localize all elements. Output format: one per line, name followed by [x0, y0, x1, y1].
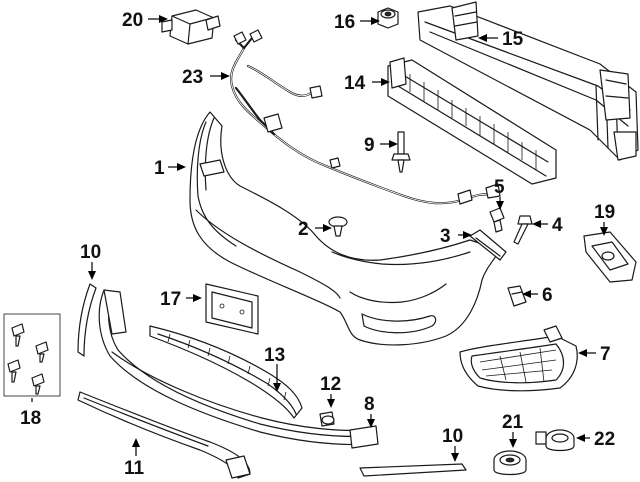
part-6-clip: [507, 285, 527, 307]
part-11-lower-spoiler: [77, 391, 251, 479]
part-16-nut: [377, 7, 399, 29]
callout-3: 3: [440, 226, 451, 247]
part-17-license-bracket: [205, 283, 259, 335]
part-22-sensor: [535, 429, 575, 452]
part-1-bumper-cover: [189, 111, 501, 346]
callout-9: 9: [364, 135, 375, 156]
leader-lines: [31, 15, 608, 462]
callout-7: 7: [600, 344, 611, 365]
part-2-clip: [328, 216, 348, 237]
callout-1: 1: [154, 158, 165, 179]
part-7-fog-lamp-bezel: [459, 325, 578, 392]
part-12-plug: [319, 411, 335, 427]
callout-23: 23: [182, 67, 203, 88]
part-20-module: [161, 9, 221, 45]
callout-2: 2: [298, 219, 309, 240]
callout-5: 5: [494, 177, 505, 198]
callout-22: 22: [594, 429, 615, 450]
callout-6: 6: [542, 285, 553, 306]
part-5-bolt: [489, 207, 505, 233]
callout-18: 18: [20, 408, 41, 429]
part-23-wiring-harness: [230, 29, 501, 205]
callout-17: 17: [160, 289, 181, 310]
callout-11: 11: [124, 458, 145, 479]
callout-13: 13: [264, 345, 285, 366]
callout-numbers: 20 16 15 23 14 9 1 5 2 4 3 19 10 17 6 7 …: [20, 10, 615, 479]
part-9-stud: [391, 131, 411, 173]
part-14-energy-absorber: [387, 57, 557, 185]
callout-4: 4: [552, 215, 563, 236]
part-10-side-trim-left: [77, 283, 97, 357]
part-19-bracket: [583, 231, 637, 283]
part-15-reinforcement-beam: [417, 1, 639, 161]
part-18-hardware-set: [3, 313, 61, 397]
part-3-bracket: [469, 229, 507, 261]
callout-19: 19: [594, 202, 615, 223]
part-10-trim-strip: [359, 463, 467, 477]
callout-16: 16: [334, 12, 355, 33]
callout-12: 12: [320, 374, 341, 395]
callout-8: 8: [364, 394, 375, 415]
callout-14: 14: [344, 73, 366, 94]
part-21-sensor: [493, 450, 527, 476]
part-13-lower-grille: [149, 325, 303, 419]
callout-21: 21: [502, 412, 524, 433]
callout-20: 20: [122, 10, 143, 31]
callout-15: 15: [502, 29, 524, 50]
callout-10-bottom: 10: [442, 426, 463, 447]
part-4-screw: [513, 215, 533, 245]
callout-10-left: 10: [80, 242, 101, 263]
part-8-lower-valance: [98, 289, 379, 449]
